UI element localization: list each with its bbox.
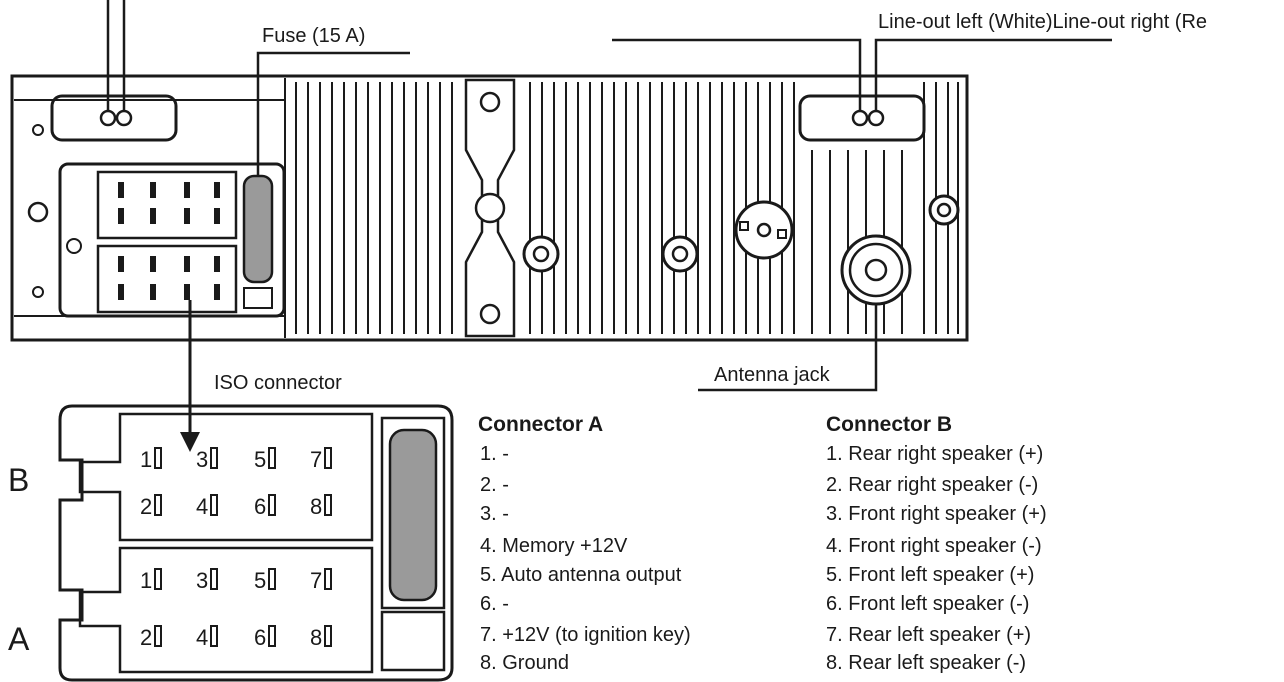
pin-a-8: 8 (310, 625, 322, 650)
connector-a-title: Connector A (478, 413, 603, 436)
pin-b-2: 2 (140, 494, 152, 519)
pin-a-3: 3 (196, 568, 208, 593)
connector-a-item: 7. +12V (to ignition key) (480, 624, 691, 646)
plug-fuse (388, 428, 438, 602)
connector-a-item: 1. - (480, 443, 509, 465)
panel-iso-pins (118, 182, 220, 300)
panel-pin-contact (118, 208, 124, 224)
connector-a-item: 6. - (480, 593, 509, 615)
panel-pin-contact (184, 284, 190, 300)
fuse-slot (242, 174, 274, 284)
iso-connector-label: ISO connector (214, 372, 342, 394)
connector-a-item: 8. Ground (480, 652, 569, 674)
panel-pin-contact (214, 256, 220, 272)
connector-a-item: 2. - (480, 474, 509, 496)
pin-a-1: 1 (140, 568, 152, 593)
connector-a-item: 4. Memory +12V (480, 535, 628, 557)
fuse-callout-line (256, 51, 410, 176)
panel-pin-contact (150, 256, 156, 272)
plug-fuse-base (380, 610, 446, 672)
aux-socket-left (50, 94, 178, 142)
pin-a-2: 2 (140, 625, 152, 650)
screw-boss (928, 194, 960, 226)
panel-pin-contact (150, 182, 156, 198)
panel-pin-contact (184, 182, 190, 198)
pin-a-6: 6 (254, 625, 266, 650)
connector-b-item: 4. Front right speaker (-) (826, 535, 1042, 557)
block-b-label: B (8, 462, 29, 498)
panel-pin-contact (214, 284, 220, 300)
mount-hole (66, 238, 82, 254)
iso-socket-housing (58, 162, 286, 318)
screw-boss (522, 235, 560, 273)
block-a-outline (78, 546, 374, 674)
iso-connector-plug (58, 404, 454, 682)
panel-pin-contact (118, 182, 124, 198)
chassis-outline (10, 74, 969, 342)
pin-b-7: 7 (310, 447, 322, 472)
pin-b-5: 5 (254, 447, 266, 472)
panel-pin-contact (184, 208, 190, 224)
pin-b-1: 1 (140, 447, 152, 472)
connector-b-item: 2. Rear right speaker (-) (826, 474, 1038, 496)
plug-fuse-frame (380, 416, 446, 610)
panel-pin-contact (118, 284, 124, 300)
antenna-jack-label: Antenna jack (714, 364, 831, 386)
connector-b-item: 8. Rear left speaker (-) (826, 652, 1026, 674)
heatsink-fins (295, 82, 959, 334)
line-out-socket (798, 94, 926, 142)
mount-hole (27, 201, 49, 223)
pin-b-4: 4 (196, 494, 208, 519)
connector-b-item: 6. Front left speaker (-) (826, 593, 1029, 615)
connector-b-item: 1. Rear right speaker (+) (826, 443, 1043, 465)
block-b-pins: 1 3 5 7 2 4 6 8 (140, 447, 322, 519)
pin-b-8: 8 (310, 494, 322, 519)
connector-b-title: Connector B (826, 413, 952, 436)
block-b-outline (78, 412, 374, 542)
connector-b-item: 3. Front right speaker (+) (826, 503, 1047, 525)
connector-b-item: 7. Rear left speaker (+) (826, 624, 1031, 646)
radio-rear-panel (10, 0, 969, 342)
screw-boss (661, 235, 699, 273)
plug-outline (58, 404, 454, 682)
fuse-label: Fuse (15 A) (262, 25, 365, 47)
connector-a-item: 5. Auto antenna output (480, 564, 682, 586)
pin-a-7: 7 (310, 568, 322, 593)
pin-b-3: 3 (196, 447, 208, 472)
connector-a-list: Connector A 1. - 2. - 3. - 4. Memory +12… (478, 413, 691, 674)
power-socket (734, 200, 794, 260)
panel-pin-contact (118, 256, 124, 272)
antenna-jack (840, 234, 912, 306)
line-out-left-callout-line (612, 38, 862, 111)
line-out-label: Line-out left (White)Line-out right (Re (878, 11, 1207, 33)
pin-b-6: 6 (254, 494, 266, 519)
block-a-label: A (8, 621, 30, 657)
panel-pin-contact (214, 182, 220, 198)
mount-hole (32, 124, 44, 136)
connector-a-item: 3. - (480, 503, 509, 525)
panel-pin-contact (150, 208, 156, 224)
connector-b-list: Connector B 1. Rear right speaker (+) 2.… (826, 413, 1047, 674)
panel-pin-contact (184, 256, 190, 272)
iso-arrow (180, 300, 200, 452)
panel-pin-contact (150, 284, 156, 300)
connector-b-item: 5. Front left speaker (+) (826, 564, 1034, 586)
callout-lines (256, 38, 1112, 392)
pin-a-5: 5 (254, 568, 266, 593)
pin-slots (154, 447, 332, 647)
antenna-callout-line (698, 304, 878, 392)
panel-pin-contact (214, 208, 220, 224)
mount-hole (32, 286, 44, 298)
block-a-pins: 1 3 5 7 2 4 6 8 (140, 568, 322, 650)
line-out-right-callout-line (874, 38, 1112, 111)
pin-a-4: 4 (196, 625, 208, 650)
